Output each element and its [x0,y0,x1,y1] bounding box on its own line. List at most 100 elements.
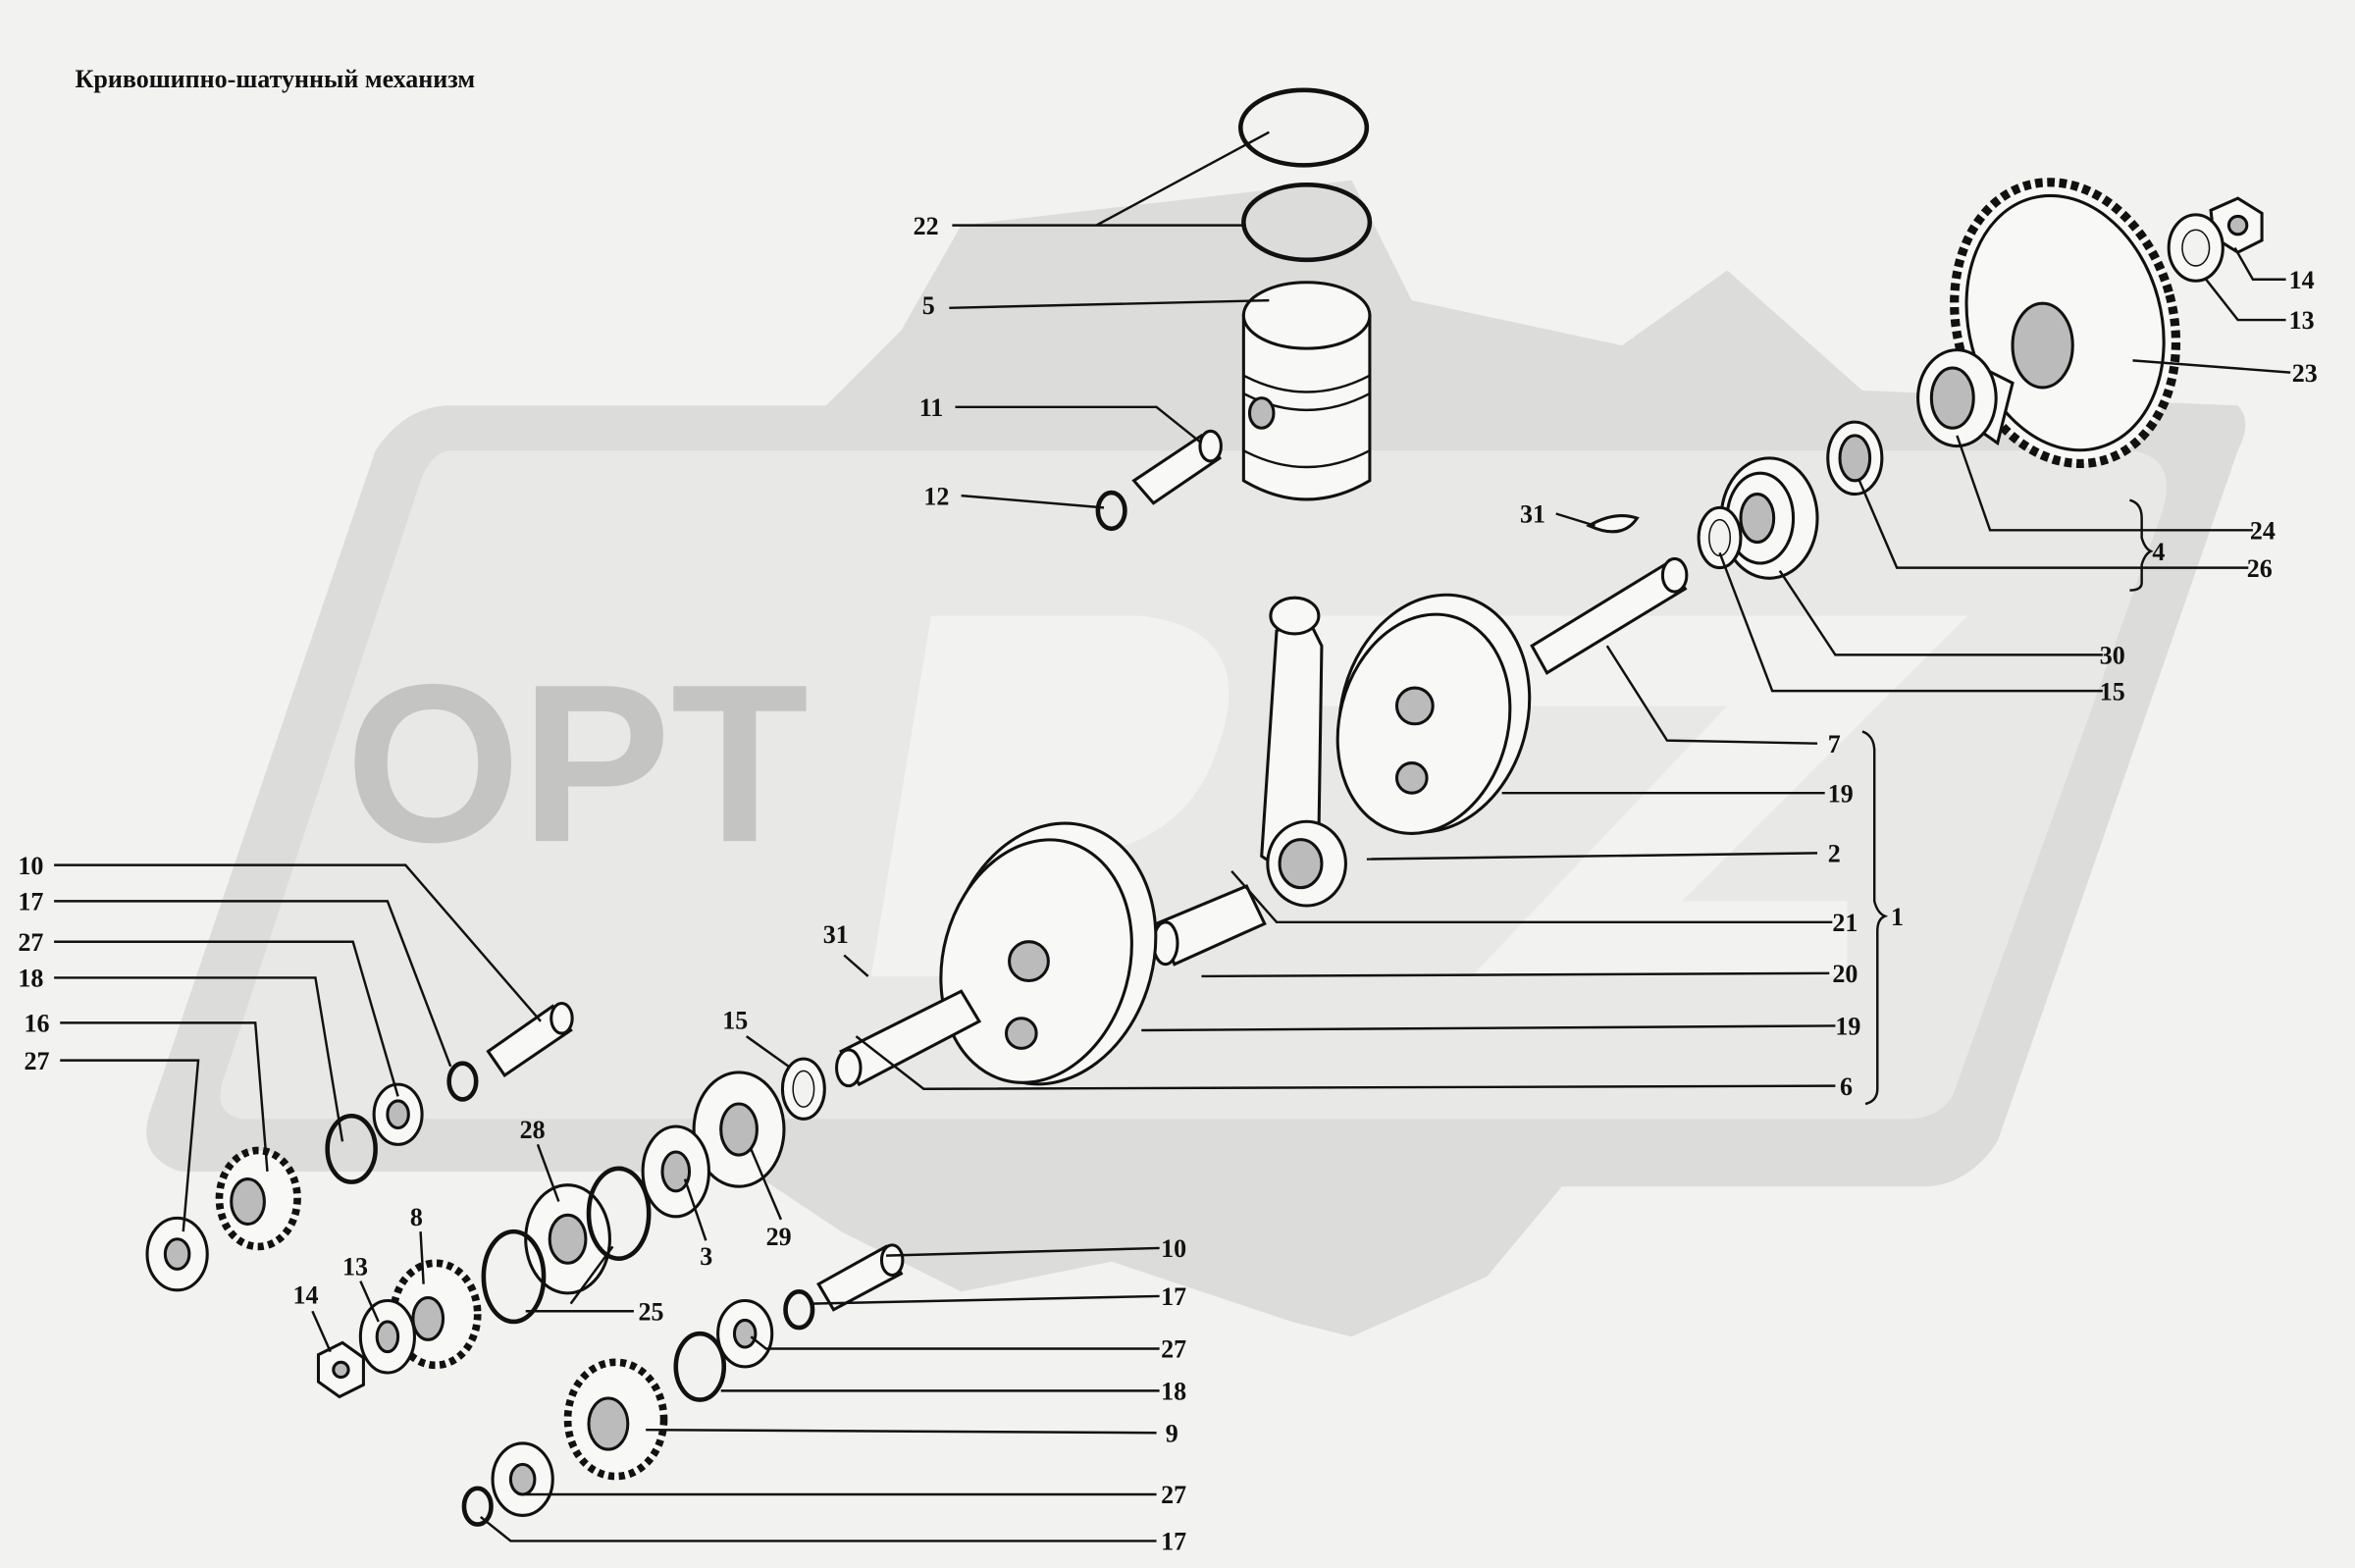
left-crank-shaft [835,989,982,1088]
nut [2209,196,2264,254]
callout-label: 11 [919,393,944,422]
callout-label: 14 [2289,266,2315,294]
pin-10-left [486,1001,574,1078]
piston-rings [1237,87,1373,263]
leader-line-40 [646,1428,1157,1435]
callout-label: 26 [2247,554,2273,583]
leader-line-8 [1956,435,2253,532]
leader-line-4 [1555,512,1596,527]
callout-label: 14 [292,1281,318,1310]
leader-line-25 [60,1021,269,1172]
gear-hub [1916,348,2015,448]
bearing-left [692,1071,786,1188]
callout-label: 3 [700,1242,712,1271]
leader-line-33 [683,1178,707,1241]
callout-label: 20 [1832,960,1858,988]
callout-label: 15 [2100,677,2125,706]
circlip-17-right [783,1289,815,1331]
leader-lines [54,131,2291,1542]
callout-label: 24 [2250,517,2276,546]
bearing-28 [524,1183,611,1295]
piston [1241,281,1372,501]
leader-line-12 [1718,551,2103,693]
leader-line-34 [750,1148,783,1221]
callout-label: 18 [18,965,43,993]
leader-line-30 [419,1231,425,1284]
callout-label: 12 [923,482,949,510]
bearing-27-right [716,1299,774,1369]
spacer-ring [1697,505,1743,570]
callout-label: 28 [520,1116,546,1144]
washer [2167,213,2224,283]
callout-label: 17 [18,888,43,916]
leader-line-21 [54,863,542,1022]
callout-label: 19 [1835,1013,1860,1041]
left-flywheel [939,821,1158,1086]
callout-label: 29 [766,1223,792,1251]
callout-label: 27 [1161,1481,1186,1509]
callout-label: 8 [410,1203,423,1231]
leader-line-26 [60,1059,200,1232]
right-flywheel [1335,593,1532,835]
leader-line-9 [1858,480,2249,569]
circlip [1095,490,1127,532]
seal-ring [1826,420,1884,497]
circlip-17-left [446,1061,479,1102]
pin-10-right [816,1243,905,1312]
leader-line-0 [952,131,1270,227]
leader-line-24 [54,976,344,1142]
callout-label: 17 [1161,1282,1186,1311]
leader-line-38 [750,1335,1160,1350]
callout-label: 19 [1828,779,1854,808]
callout-label: 16 [24,1010,49,1038]
callout-labels: 2251112311413232426430157192212019611017… [18,212,2317,1556]
washer-3 [641,1124,710,1219]
leader-line-22 [54,900,452,1068]
leader-line-5 [2233,246,2286,281]
callout-label: 4 [2152,538,2165,566]
leader-line-13 [1605,645,1818,745]
callout-label: 18 [1161,1378,1186,1406]
spacer-left [780,1057,826,1121]
leader-line-3 [961,494,1105,509]
brace-assembly-1 [1861,730,1889,1106]
callout-label: 10 [18,852,43,880]
leader-line-37 [811,1294,1160,1305]
leader-line-23 [54,940,399,1097]
leader-line-29 [536,1143,560,1202]
callout-label: 22 [914,212,939,240]
leader-line-15 [1366,852,1818,861]
callout-label: 2 [1828,840,1841,868]
leader-line-11 [1778,569,2103,656]
washer-13-left [358,1299,416,1375]
callout-label: 5 [922,291,935,320]
leader-line-18 [1141,1024,1836,1032]
circlip-17-bottom [461,1486,494,1527]
brace-assembly-4 [2129,498,2154,592]
watermark-text: OPT [345,637,809,889]
leader-line-17 [1201,971,1830,978]
nut-14-left [316,1340,365,1399]
leader-line-32 [311,1310,332,1353]
woodruff-key [1586,514,1640,534]
leader-line-1 [949,298,1270,310]
leader-line-6 [2203,277,2286,322]
ring-18-left [325,1113,378,1184]
callout-label: 6 [1840,1072,1853,1101]
callout-label: 15 [722,1006,748,1034]
connecting-rod [1260,596,1347,908]
bearing-27-far [145,1216,209,1292]
leader-line-28 [746,1035,790,1068]
callout-label: 17 [1161,1528,1186,1556]
leader-line-35 [525,1245,634,1313]
callout-label: 13 [342,1253,368,1281]
circlips-25 [481,1166,652,1325]
leader-line-19 [855,1035,1836,1090]
leader-line-2 [955,405,1203,444]
callout-label: 7 [1828,730,1841,758]
callout-label: 27 [18,928,43,957]
right-crank-shaft [1530,556,1689,675]
callout-label: 27 [24,1047,49,1075]
leader-line-16 [1230,869,1833,924]
